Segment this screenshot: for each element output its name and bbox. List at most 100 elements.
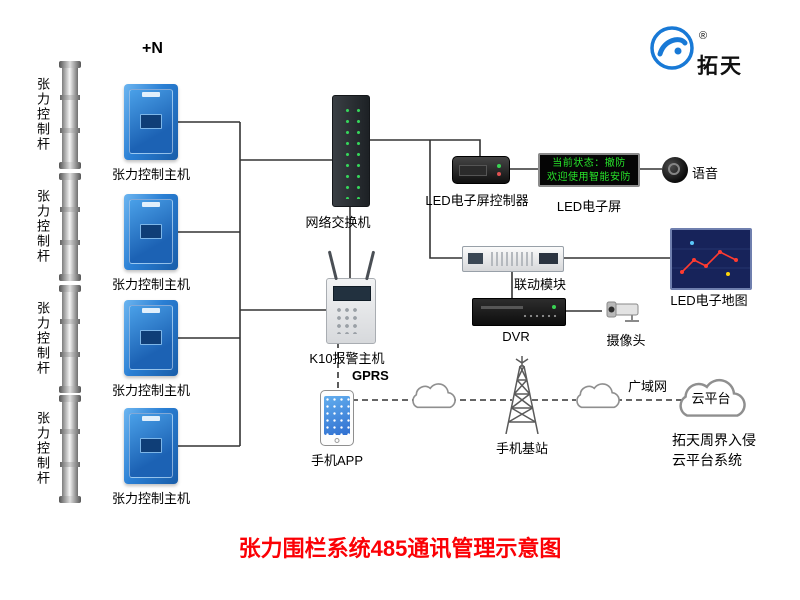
- rod-band: [60, 462, 80, 468]
- controller-panel: [459, 165, 487, 176]
- map-graphic: [672, 241, 750, 276]
- network-switch-label: 网络交换机: [305, 215, 371, 230]
- map-grid: [672, 248, 750, 269]
- map-dot-yellow: [726, 272, 730, 276]
- cloud-shape: [412, 383, 456, 409]
- cloud-system-line2: 云平台系统: [672, 452, 742, 468]
- camera-body: [614, 303, 639, 316]
- tension-rod: [59, 61, 81, 169]
- brand-logo: ® 拓天: [640, 22, 760, 88]
- led-electronic-map-label: LED电子地图: [670, 293, 748, 308]
- dvr-buttons: [522, 313, 558, 319]
- tension-rod-label: 张力控制杆: [35, 411, 50, 486]
- phone-screen: [324, 396, 350, 435]
- tension-host: [124, 300, 178, 376]
- logo-dot: [674, 47, 682, 55]
- cloud-shape: [576, 383, 620, 409]
- tension-rod-label: 张力控制杆: [35, 189, 50, 264]
- plus-n-annotation: +N: [142, 40, 163, 57]
- k10-lcd: [333, 286, 371, 301]
- tension-host: [124, 194, 178, 270]
- led-screen-text-line1: 当前状态：撤防: [552, 158, 626, 169]
- dvr-slot: [481, 306, 523, 309]
- rod-band: [60, 206, 80, 212]
- registered-mark: ®: [699, 30, 708, 42]
- host-display: [140, 224, 162, 239]
- host-badge: [142, 308, 160, 313]
- switch-ports: [340, 103, 362, 199]
- rod-band: [60, 240, 80, 246]
- cloud-shape: [679, 378, 746, 417]
- camera-lens: [608, 306, 615, 313]
- map-dot-blue: [690, 241, 694, 245]
- solid-wires: [178, 121, 670, 447]
- cloud-platform-label: 云平台: [691, 391, 731, 406]
- dvr: [472, 298, 566, 326]
- phone-app-device: [320, 390, 354, 446]
- base-station-label: 手机基站: [495, 441, 549, 456]
- host-badge: [142, 416, 160, 421]
- tension-host-label: 张力控制主机: [111, 167, 191, 182]
- camera-mount: [625, 315, 639, 322]
- rod-band: [60, 352, 80, 358]
- map-alarm-dots: [680, 250, 738, 274]
- speaker-icon: [662, 157, 688, 183]
- rod-band: [60, 94, 80, 100]
- network-switch: [332, 95, 370, 207]
- dvr-led: [552, 305, 556, 309]
- led-screen-text-line2: 欢迎使用智能安防: [547, 172, 631, 183]
- linkage-block: [468, 253, 483, 264]
- tension-host-label: 张力控制主机: [111, 383, 191, 398]
- gprs-annotation: GPRS: [352, 368, 389, 383]
- cloud-platform: 云平台: [670, 374, 752, 426]
- linkage-vents: [491, 252, 533, 266]
- base-station-tower-icon: [505, 356, 539, 434]
- cloud-platform-icon: [679, 378, 746, 417]
- tension-rod: [59, 173, 81, 281]
- tension-rod: [59, 395, 81, 503]
- host-display: [140, 438, 162, 453]
- rod-band: [60, 318, 80, 324]
- diagram-title: 张力围栏系统485通讯管理示意图: [238, 536, 562, 561]
- phone-home-button: [334, 438, 340, 443]
- cloud-icon: [576, 383, 620, 409]
- host-badge: [142, 92, 160, 97]
- led-screen-controller-label: LED电子屏控制器: [425, 193, 529, 208]
- linkage-module: [462, 246, 564, 272]
- brand-name: 拓天: [697, 55, 743, 78]
- camera-icon: [606, 301, 639, 322]
- logo-ring: [650, 26, 694, 70]
- linkage-module-label: 联动模块: [513, 277, 567, 292]
- tension-rod: [59, 285, 81, 393]
- cloud-icon: [412, 383, 456, 409]
- phone-app-label: 手机APP: [310, 453, 364, 468]
- logo-swoosh: [657, 37, 688, 57]
- host-display: [140, 330, 162, 345]
- led-screen-label: LED电子屏: [556, 199, 622, 214]
- linkage-display: [539, 253, 558, 264]
- rod-band: [60, 428, 80, 434]
- controller-green-led: [497, 164, 501, 168]
- led-screen: 当前状态：撤防 欢迎使用智能安防: [538, 153, 640, 187]
- dashed-wires: [337, 342, 690, 401]
- map-perimeter-line: [681, 251, 737, 273]
- rod-band: [60, 128, 80, 134]
- led-screen-controller: [452, 156, 510, 184]
- wire-switch-linkage: [429, 140, 462, 259]
- host-badge: [142, 202, 160, 207]
- k10-keypad: [335, 306, 359, 334]
- dvr-label: DVR: [502, 329, 530, 344]
- cloud-system-line1: 拓天周界入侵: [672, 432, 756, 448]
- led-electronic-map: [670, 228, 752, 290]
- tension-host: [124, 84, 178, 160]
- wire-switch-ledcontroller: [368, 139, 481, 156]
- tension-host-label: 张力控制主机: [111, 277, 191, 292]
- brand-logo-icon: [650, 26, 694, 70]
- k10-alarm-host-label: K10报警主机: [309, 351, 385, 366]
- wan-annotation: 广域网: [628, 379, 668, 394]
- tension-host: [124, 408, 178, 484]
- tension-host-label: 张力控制主机: [111, 491, 191, 506]
- camera-label: 摄像头: [606, 333, 646, 348]
